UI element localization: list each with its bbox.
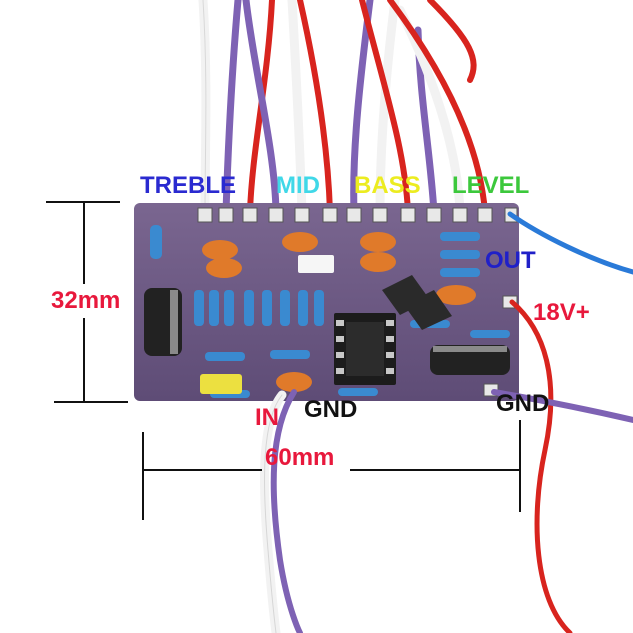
- gnd-left-label: GND: [304, 396, 358, 423]
- mid-label: MID: [276, 172, 320, 199]
- dimension-lines: [46, 201, 521, 520]
- width-dimension-label: 60mm: [265, 444, 335, 471]
- transistors: [382, 275, 452, 330]
- film-capacitors: [200, 232, 476, 394]
- top-wires: [198, 0, 488, 217]
- input-label: IN: [255, 404, 279, 431]
- power-label: 18V+: [533, 299, 590, 326]
- gnd-right-label: GND: [496, 390, 550, 417]
- level-label: LEVEL: [452, 172, 530, 199]
- side-wires: [260, 211, 633, 633]
- out-label: OUT: [485, 247, 536, 274]
- electrolytic-capacitors: [144, 288, 510, 375]
- ic-chip: [334, 313, 396, 385]
- height-dimension-label: 32mm: [51, 287, 121, 314]
- resistors: [150, 225, 510, 398]
- bass-label: BASS: [354, 172, 421, 199]
- treble-label: TREBLE: [140, 172, 236, 199]
